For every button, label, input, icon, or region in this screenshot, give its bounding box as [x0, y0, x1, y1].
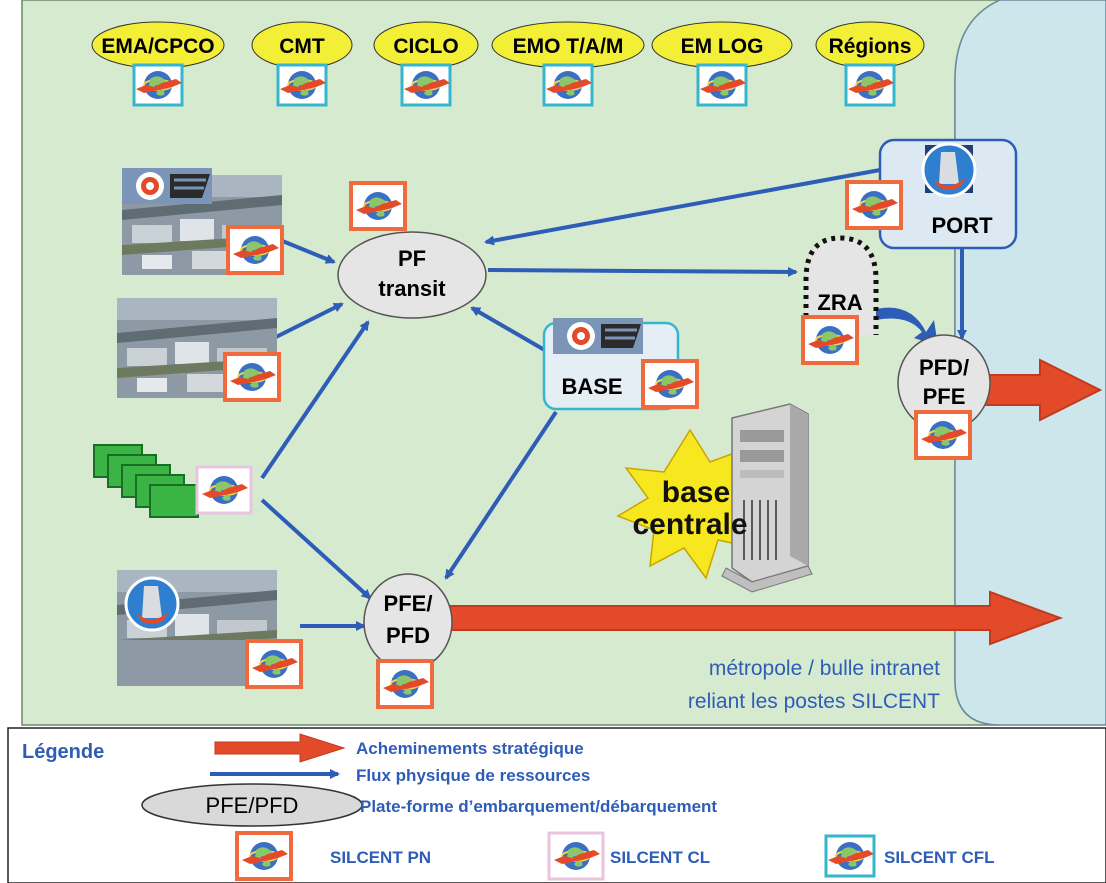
legend-platform-desc: Plate-forme d’embarquement/débarquement: [360, 797, 717, 816]
pfe-pfd-line1: PFE/: [384, 591, 433, 616]
air-force-logo-icon: [551, 316, 645, 356]
port-label: PORT: [931, 213, 993, 238]
flow-units-to-pf: [260, 320, 370, 480]
top-unit-ema-cpco: EMA/CPCO: [91, 21, 225, 105]
caption-line1: métropole / bulle intranet: [709, 657, 940, 680]
base-centrale-line1: base: [662, 476, 730, 509]
legend-strategic-label: Acheminements stratégique: [356, 739, 584, 758]
legend-silcent-cl-label: SILCENT CL: [610, 848, 710, 867]
top-unit-cmt: CMT: [251, 21, 353, 105]
navy-logo-icon: [921, 142, 977, 198]
pf-transit-line1: PF: [398, 246, 426, 271]
legend-silcent-cfl-label: SILCENT CFL: [884, 848, 995, 867]
silcent-pn-badge: [916, 412, 970, 458]
silcent-pn-badge: [378, 661, 432, 707]
top-unit-label: EMA/CPCO: [101, 35, 214, 58]
flow-pf-to-zra: [487, 266, 798, 277]
legend-physical-label: Flux physique de ressources: [356, 766, 590, 785]
silcent-cfl-badge: [402, 65, 450, 105]
legend-silcent-cfl-badge: [826, 836, 874, 876]
top-unit-regions: Régions: [815, 21, 925, 105]
top-unit-label: EMO T/A/M: [513, 35, 624, 58]
flow-port-to-pf: [484, 168, 881, 246]
top-unit-ciclo: CICLO: [373, 21, 479, 105]
flow-zra-to-pfd: [872, 307, 938, 346]
physical-flows: [260, 168, 967, 631]
pfd-pfe-line1: PFD/: [919, 355, 969, 380]
server-icon: [721, 403, 813, 593]
pfe-pfd-line2: PFD: [386, 623, 430, 648]
top-unit-label: CICLO: [393, 35, 458, 58]
silcent-pn-badge: [847, 182, 901, 228]
pfe-pfd-ellipse: [363, 573, 453, 671]
legend: Légende Acheminements stratégique Flux p…: [7, 727, 1106, 883]
legend-silcent-pn-label: SILCENT PN: [330, 848, 431, 867]
silcent-cfl-badge: [544, 65, 592, 105]
legend-silcent-cl-badge: [549, 833, 603, 879]
silcent-pn-badge: [247, 641, 301, 687]
silcent-cfl-badge: [846, 65, 894, 105]
silcent-pn-badge: [228, 227, 282, 273]
flow-base-to-pf: [470, 306, 550, 354]
pf-transit-line2: transit: [378, 276, 446, 301]
air-force-logo-icon: [120, 166, 214, 206]
base-node: BASE: [542, 316, 697, 411]
pf-transit-ellipse: [337, 231, 487, 319]
silcent-pn-badge: [225, 354, 279, 400]
pfe-pfd-node: PFE/ PFD: [363, 573, 453, 707]
legend-strategic-arrow: [214, 733, 346, 763]
base-centrale-node: base centrale: [616, 403, 813, 593]
port-node: PORT: [847, 138, 1018, 250]
silcent-pn-badge: [351, 183, 405, 229]
flow-units-to-pfe: [260, 498, 372, 600]
top-unit-label: EM LOG: [681, 35, 764, 58]
air-base-image: [120, 166, 282, 275]
units-group: [93, 444, 251, 518]
strategic-arrow-bottom-body: [431, 590, 1063, 646]
navy-logo-icon: [124, 576, 180, 632]
depot-image: [117, 298, 279, 400]
pfd-pfe-node: PFD/ PFE: [897, 334, 991, 458]
zra-node: ZRA: [803, 235, 879, 363]
caption-line2: reliant les postes SILCENT: [688, 690, 940, 713]
unit-box: [149, 484, 199, 518]
legend-title: Légende: [22, 741, 104, 763]
pfd-pfe-line2: PFE: [923, 384, 966, 409]
flow-airbase-to-pf: [279, 238, 336, 264]
top-unit-label: Régions: [829, 35, 912, 58]
legend-platform-ellipse: [141, 783, 363, 827]
silcent-cfl-badge: [134, 65, 182, 105]
silcent-pn-badge: [803, 317, 857, 363]
top-unit-emo: EMO T/A/M: [491, 21, 645, 105]
top-unit-label: CMT: [279, 35, 325, 58]
pf-transit-node: PF transit: [337, 183, 487, 319]
silcent-pn-badge: [643, 361, 697, 407]
flow-depot-to-pf: [269, 302, 344, 342]
zra-dotted-outline: [803, 235, 879, 335]
silcent-cfl-badge: [278, 65, 326, 105]
base-label: BASE: [561, 374, 622, 399]
strategic-arrow-right: [984, 358, 1103, 422]
zra-label: ZRA: [817, 290, 862, 315]
base-centrale-line2: centrale: [632, 508, 747, 541]
legend-platform-abbr: PFE/PFD: [206, 793, 299, 818]
silcent-cl-badge: [197, 467, 251, 513]
silcent-cfl-badge: [698, 65, 746, 105]
top-unit-em-log: EM LOG: [651, 21, 793, 105]
legend-silcent-pn-badge: [237, 833, 291, 879]
flow-base-to-pfe: [444, 410, 558, 580]
naval-base-image: [117, 570, 301, 687]
